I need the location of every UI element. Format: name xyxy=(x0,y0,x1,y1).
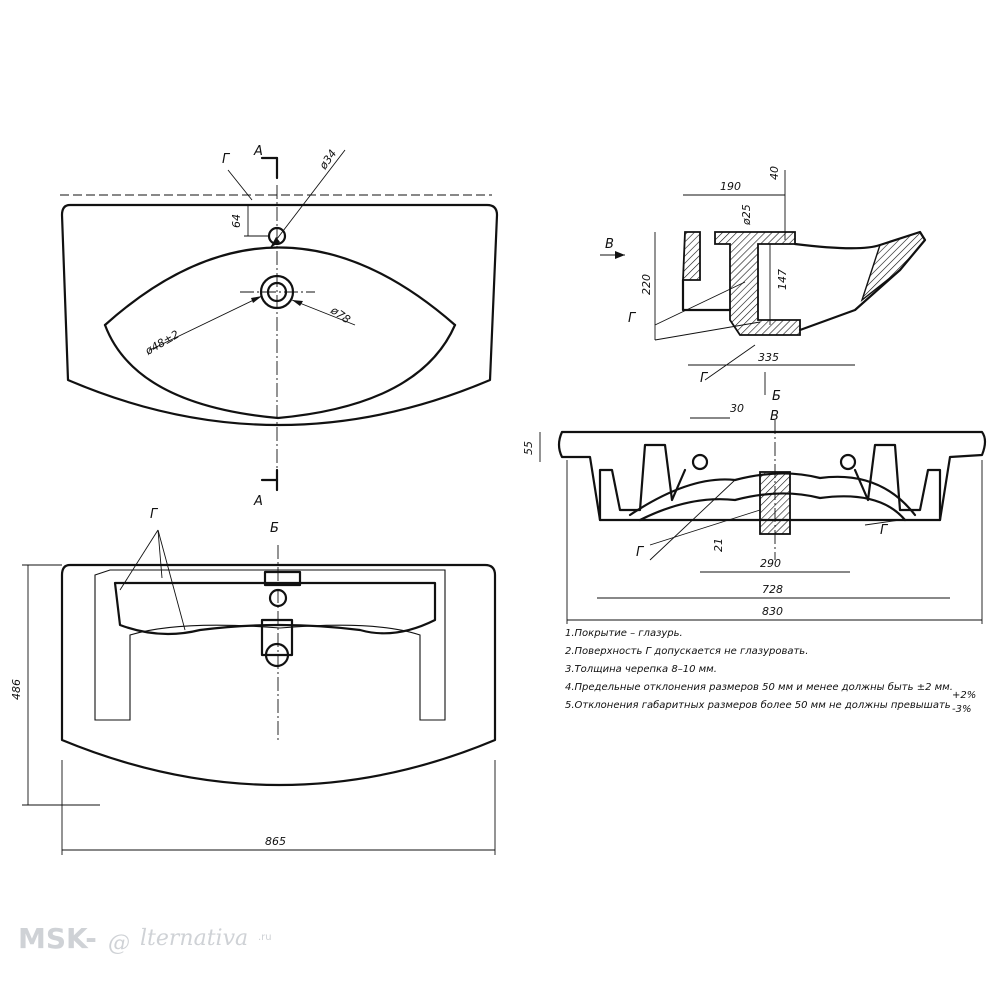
dim-top-hole: ø34 xyxy=(316,147,339,172)
label-a-bottom: А xyxy=(253,494,263,509)
label-g-front-1: Г xyxy=(636,545,645,560)
notes-block: 1.Покрытие – глазурь. 2.Поверхность Г до… xyxy=(565,628,976,715)
watermark-brand: MSK- xyxy=(18,922,97,955)
bottom-view xyxy=(22,529,497,855)
dim-bowl-radius: ø48±2 xyxy=(142,328,181,358)
label-b-side: Б xyxy=(772,389,781,404)
dim-bottom-width: 865 xyxy=(265,835,286,848)
tolerance-plus: +2% xyxy=(952,690,976,701)
dim-top-offset: 64 xyxy=(230,214,243,228)
dim-side-top: 40 xyxy=(768,166,781,180)
watermark: MSK- @ lternativa .ru xyxy=(18,922,272,956)
dim-side-hole: ø25 xyxy=(740,204,753,226)
dim-side-height: 220 xyxy=(640,274,653,295)
tolerance-minus: -3% xyxy=(952,704,971,715)
label-a-top: А xyxy=(253,144,263,159)
label-g-bottom: Г xyxy=(150,507,159,522)
label-g-top: Г xyxy=(222,152,231,167)
note-4: 4.Предельные отклонения размеров 50 мм и… xyxy=(565,681,953,693)
dim-front-55: 55 xyxy=(522,441,535,455)
dim-front-290: 290 xyxy=(760,557,781,570)
dim-side-length: 335 xyxy=(758,351,779,364)
side-section xyxy=(600,170,927,395)
label-g-side-2: Г xyxy=(700,371,709,386)
front-section xyxy=(539,417,987,624)
label-v-front: В xyxy=(770,409,779,424)
dim-front-830: 830 xyxy=(762,605,783,618)
top-view xyxy=(60,149,499,492)
dim-side-width: 190 xyxy=(720,180,741,193)
label-b-center: Б xyxy=(270,521,279,536)
label-v-side: В xyxy=(605,237,614,252)
label-g-front-2: Г xyxy=(880,523,889,538)
dim-front-21: 21 xyxy=(712,538,725,552)
dim-side-depth: 147 xyxy=(776,269,789,290)
note-3: 3.Толщина черепка 8–10 мм. xyxy=(565,664,717,675)
watermark-tld: .ru xyxy=(258,932,272,943)
note-1: 1.Покрытие – глазурь. xyxy=(565,628,683,639)
note-5: 5.Отклонения габаритных размеров более 5… xyxy=(565,699,951,711)
dim-front-30: 30 xyxy=(730,402,744,415)
note-2: 2.Поверхность Г допускается не глазурова… xyxy=(565,646,808,657)
dim-front-728: 728 xyxy=(762,583,783,596)
watermark-name: lternativa xyxy=(140,926,248,951)
watermark-at: @ xyxy=(108,931,130,956)
label-g-side-1: Г xyxy=(628,311,637,326)
dim-bottom-height: 486 xyxy=(10,679,23,700)
